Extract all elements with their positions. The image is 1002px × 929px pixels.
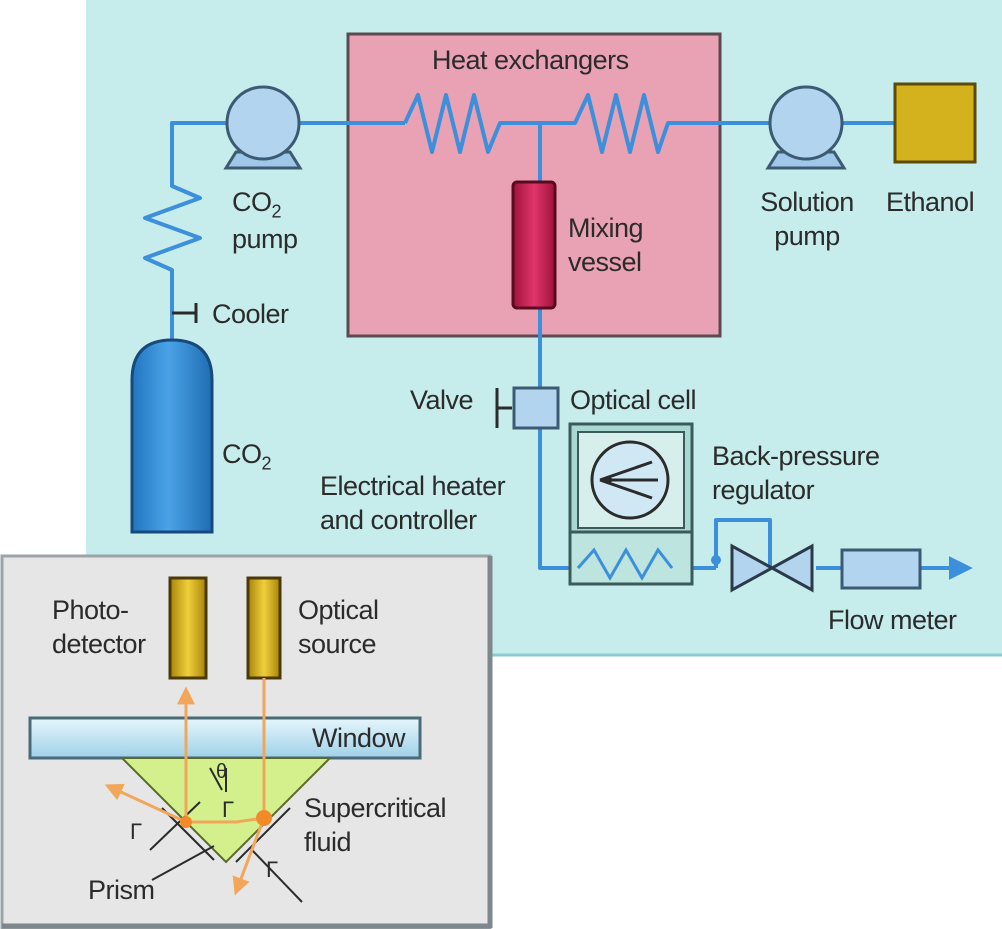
label-supercritical-line2: fluid: [304, 826, 352, 857]
label-co2-pump-sub: 2: [271, 201, 282, 222]
label-photodetector-line2: detector: [52, 628, 146, 659]
label-co2-cylinder-text: CO: [222, 439, 262, 469]
label-photodetector-line1: Photo-: [52, 595, 129, 625]
label-mixing-vessel-line2: vessel: [568, 246, 642, 277]
ethanol-tank: [893, 82, 977, 164]
label-co2-pump-line2: pump: [232, 223, 298, 254]
label-photodetector: Photo- detector: [52, 594, 146, 662]
cooler-coil: [143, 121, 228, 292]
label-electrical-heater: Electrical heater and controller: [320, 470, 506, 538]
label-solution-pump-line2: pump: [774, 220, 840, 251]
mixing-vessel: [511, 180, 557, 310]
window: [28, 716, 422, 760]
label-mixing-vessel: Mixing vessel: [568, 212, 644, 280]
label-theta: θ: [216, 761, 227, 783]
label-optical-source: Optical source: [298, 594, 379, 662]
reflection-point: [256, 810, 272, 826]
label-mixing-vessel-line1: Mixing: [568, 213, 644, 243]
photodetector: [168, 576, 208, 680]
back-pressure-regulator: [730, 543, 814, 593]
label-optical-source-line2: source: [298, 628, 377, 659]
optical-cell-assembly: [568, 422, 694, 586]
label-ethanol: Ethanol: [886, 187, 975, 217]
reflection-point-left: [180, 816, 192, 828]
label-heater-line2: and controller: [320, 504, 477, 535]
label-valve: Valve: [410, 385, 474, 415]
label-back-pressure-regulator: Back-pressure regulator: [712, 440, 880, 508]
label-prism: Prism: [88, 875, 155, 905]
label-supercritical-line1: Supercritical: [304, 793, 447, 823]
label-gamma-bottom: Γ: [266, 857, 278, 882]
heat-exchanger-coil-right: [540, 93, 770, 154]
label-gamma-top: Γ: [222, 797, 234, 822]
heat-exchanger-coil-left: [403, 93, 540, 154]
label-optical-cell: Optical cell: [570, 385, 697, 415]
valve: [495, 386, 560, 430]
label-flow-meter: Flow meter: [828, 605, 957, 635]
label-co2-cylinder: CO2: [222, 438, 271, 475]
co2-cylinder: [130, 338, 214, 534]
label-co2-pump-text: CO: [232, 187, 272, 217]
solution-pump: [765, 85, 847, 170]
label-co2-cylinder-sub: 2: [261, 453, 272, 474]
label-cooler: Cooler: [212, 299, 289, 329]
light-beams: [104, 678, 266, 896]
label-window: Window: [312, 723, 406, 753]
label-solution-pump: Solution pump: [752, 186, 862, 254]
label-gamma-left: Γ: [130, 819, 142, 844]
prism-pointer: [151, 845, 215, 881]
label-heater-line1: Electrical heater: [320, 471, 506, 501]
label-solution-pump-line1: Solution: [760, 187, 854, 217]
label-co2-pump: CO2 pump: [232, 186, 298, 257]
label-heat-exchangers: Heat exchangers: [432, 45, 629, 75]
label-optical-source-line1: Optical: [298, 595, 379, 625]
flow-meter: [840, 548, 922, 590]
pipe-bypass: [714, 518, 772, 568]
co2-pump: [223, 85, 303, 170]
optical-source: [246, 576, 282, 680]
cooler-marker: [172, 303, 198, 323]
label-supercritical-fluid: Supercritical fluid: [304, 792, 447, 860]
label-back-pressure-line2: regulator: [712, 474, 815, 505]
pipe-junction: [711, 555, 721, 565]
prism: [119, 757, 333, 864]
label-back-pressure-line1: Back-pressure: [712, 441, 880, 471]
